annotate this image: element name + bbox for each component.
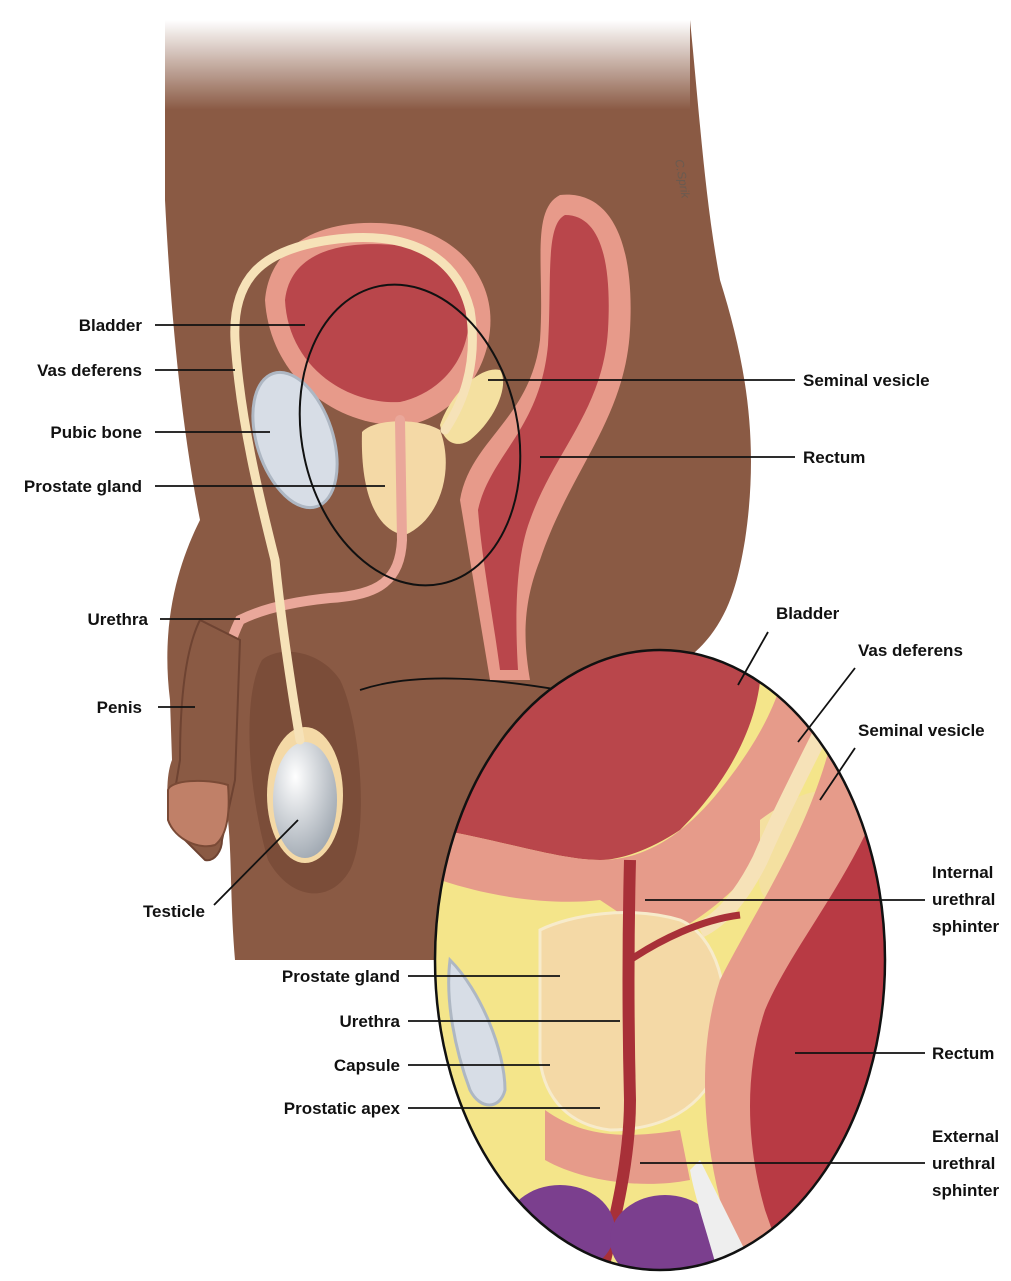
- detail-label-urethra: Urethra: [340, 1012, 401, 1031]
- label-penis: Penis: [97, 698, 142, 717]
- detail-label-internal-sphincter-2: urethral: [932, 890, 995, 909]
- label-rectum: Rectum: [803, 448, 865, 467]
- label-prostate-gland: Prostate gland: [24, 477, 142, 496]
- detail-label-prostatic-apex: Prostatic apex: [284, 1099, 401, 1118]
- detail-label-prostate-gland: Prostate gland: [282, 967, 400, 986]
- detail-label-bladder: Bladder: [776, 604, 840, 623]
- detail-label-seminal-vesicle: Seminal vesicle: [858, 721, 985, 740]
- detail-label-external-sphincter-2: urethral: [932, 1154, 995, 1173]
- detail-label-internal-sphincter-1: Internal: [932, 863, 993, 882]
- label-seminal-vesicle: Seminal vesicle: [803, 371, 930, 390]
- label-urethra: Urethra: [88, 610, 149, 629]
- detail-label-capsule: Capsule: [334, 1056, 400, 1075]
- label-bladder: Bladder: [79, 316, 143, 335]
- detail-label-external-sphincter-1: External: [932, 1127, 999, 1146]
- label-vas-deferens: Vas deferens: [37, 361, 142, 380]
- label-testicle: Testicle: [143, 902, 205, 921]
- detail-label-rectum: Rectum: [932, 1044, 994, 1063]
- glans: [168, 781, 229, 846]
- testicle-overview: [267, 727, 343, 863]
- detail-label-vas-deferens: Vas deferens: [858, 641, 963, 660]
- label-pubic-bone: Pubic bone: [50, 423, 142, 442]
- detail-erectile-tissue-left: [505, 1185, 615, 1275]
- detail-label-external-sphincter-3: sphinter: [932, 1181, 999, 1200]
- detail-label-internal-sphincter-3: sphinter: [932, 917, 999, 936]
